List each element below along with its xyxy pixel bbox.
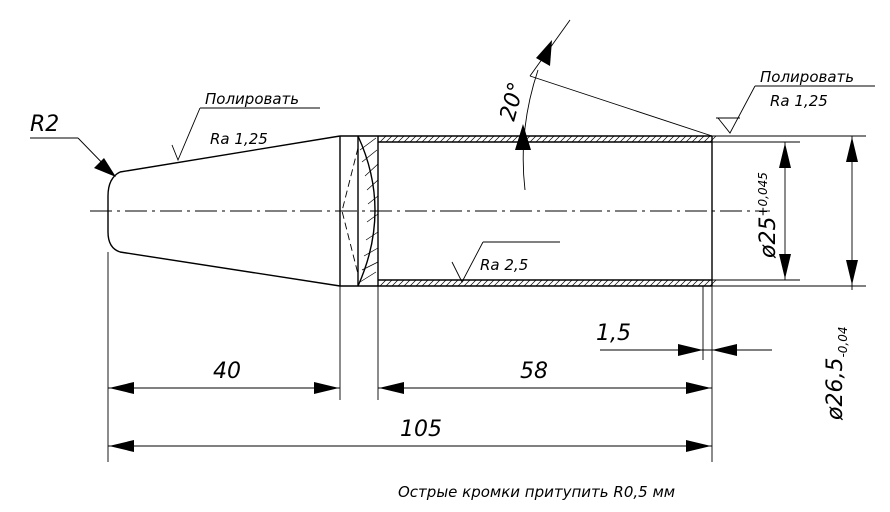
chamfer-label: 1,5: [596, 321, 631, 346]
extension-lines: [107, 252, 713, 462]
total-length-dimension: 105: [108, 417, 712, 452]
bore-diameter-label: ø25+0,045: [756, 172, 781, 259]
outer-diameter-dimension: ø26,5-0,04: [712, 135, 866, 421]
bore-diameter-dimension: ø25+0,045: [712, 141, 800, 281]
surface-finish-left: Полировать Ra 1,25: [171, 90, 320, 162]
radius-callout: R2: [30, 112, 116, 177]
outer-diameter-value: 26,5: [823, 358, 848, 407]
finish-bore-roughness: Ra 2,5: [480, 256, 528, 274]
radius-label: R2: [30, 112, 59, 137]
total-length-label: 105: [400, 417, 442, 442]
cone-length-dimension: 40: [108, 359, 340, 394]
surface-finish-right: Полировать Ra 1,25: [716, 68, 875, 134]
bore-diameter-value: 25: [756, 217, 781, 245]
finish-right-roughness: Ra 1,25: [770, 92, 828, 110]
outer-diameter-tolerance: -0,04: [836, 326, 850, 357]
outer-diameter-symbol: ø: [823, 406, 848, 421]
outer-diameter-label: ø26,5-0,04: [823, 326, 850, 421]
bore-diameter-tolerance: +0,045: [756, 172, 770, 216]
surface-finish-bore: Ra 2,5: [451, 241, 560, 283]
bore-length-dimension: 58: [378, 359, 712, 394]
bore-diameter-symbol: ø: [756, 244, 781, 259]
edge-note: Острые кромки притупить R0,5 мм: [398, 483, 675, 501]
finish-right-label: Полировать: [760, 68, 854, 86]
cone-length-label: 40: [213, 359, 241, 384]
angle-dimension: 20°: [496, 19, 713, 191]
bore-length-label: 58: [520, 359, 548, 384]
chamfer-dimension: 1,5: [596, 286, 772, 360]
angle-label: 20°: [496, 79, 530, 123]
finish-left-label: Полировать: [205, 90, 299, 108]
finish-left-roughness: Ra 1,25: [210, 130, 268, 148]
